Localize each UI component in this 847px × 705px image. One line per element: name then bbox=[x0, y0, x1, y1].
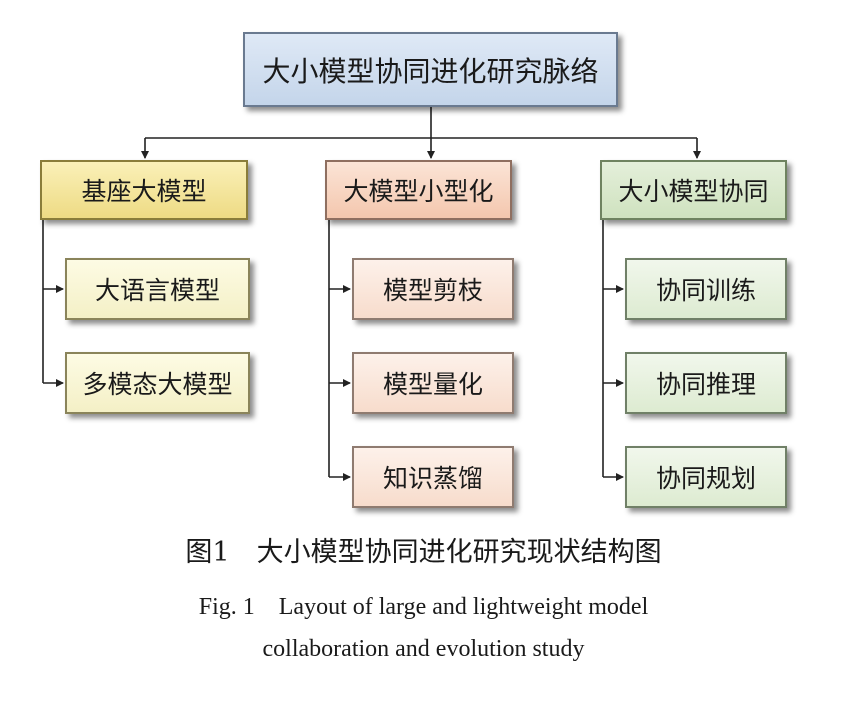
figure-caption-en-line-1: Fig. 1 Layout of large and lightweight m… bbox=[198, 594, 649, 620]
leaf-node-co-training: 协同训练 bbox=[625, 258, 787, 320]
leaf-node-co-inference: 协同推理 bbox=[625, 352, 787, 414]
leaf-node-distillation: 知识蒸馏 bbox=[352, 446, 514, 508]
leaf-node-llm: 大语言模型 bbox=[65, 258, 250, 320]
root-node: 大小模型协同进化研究脉络 bbox=[243, 32, 618, 107]
branch-node-model-collaboration: 大小模型协同 bbox=[600, 160, 787, 220]
leaf-node-multimodal: 多模态大模型 bbox=[65, 352, 250, 414]
figure-caption-en-line-2: collaboration and evolution study bbox=[262, 636, 585, 662]
branch-node-foundation-models: 基座大模型 bbox=[40, 160, 248, 220]
leaf-node-co-planning: 协同规划 bbox=[625, 446, 787, 508]
figure-caption-zh: 图1 大小模型协同进化研究现状结构图 bbox=[185, 537, 662, 568]
branch-node-model-compression: 大模型小型化 bbox=[325, 160, 512, 220]
leaf-node-pruning: 模型剪枝 bbox=[352, 258, 514, 320]
leaf-node-quantization: 模型量化 bbox=[352, 352, 514, 414]
